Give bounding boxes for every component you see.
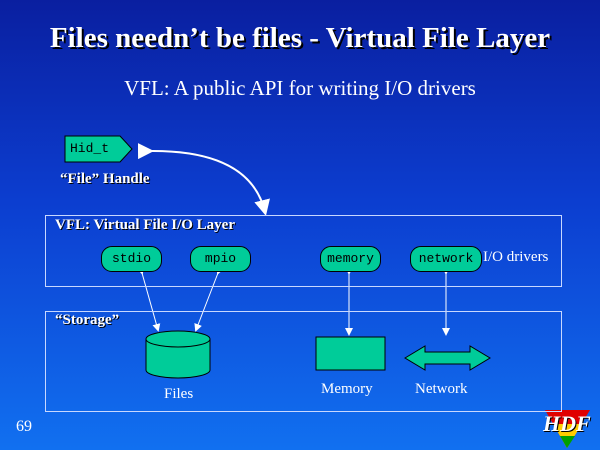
memory-label: Memory [321, 381, 373, 397]
handle-arrow [137, 143, 270, 216]
network-label: Network [415, 381, 468, 397]
storage-box [45, 311, 562, 412]
hdf-logo [545, 410, 590, 448]
driver-stdio: stdio [101, 246, 162, 272]
drivers-label: I/O drivers [483, 249, 549, 265]
handle-code: Hid_t [70, 141, 110, 156]
network-double-arrow-icon [404, 345, 491, 371]
driver-memory: memory [320, 246, 381, 272]
slide-title: Files needn’t be files - Virtual File La… [49, 22, 551, 54]
storage-label: “Storage” [55, 312, 120, 328]
page-number: 69 [16, 418, 32, 435]
handle-label: “File” Handle [60, 171, 150, 187]
vfl-label: VFL: Virtual File I/O Layer [55, 217, 235, 233]
driver-network: network [410, 246, 482, 272]
vfl-layer-box [45, 215, 562, 287]
handle-shape [64, 135, 133, 163]
slide-subtitle: VFL: A public API for writing I/O driver… [124, 76, 476, 100]
files-label: Files [164, 386, 194, 402]
mpio-files-arrow [194, 265, 224, 332]
files-cylinder-icon [145, 330, 211, 379]
stdio-files-arrow [136, 266, 161, 332]
driver-mpio: mpio [190, 246, 251, 272]
hdf-logo-text: HDF [543, 411, 591, 436]
memory-block-icon [315, 336, 386, 371]
